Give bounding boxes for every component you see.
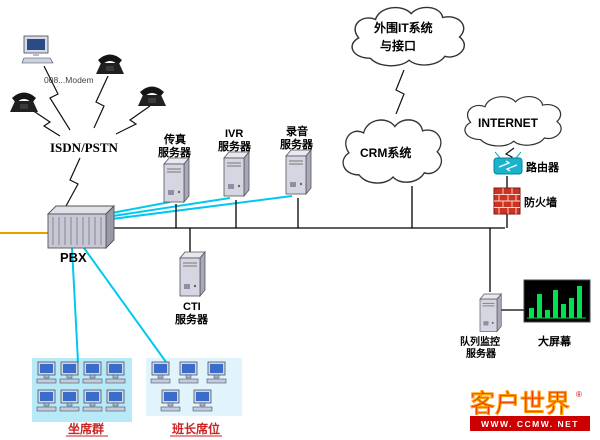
pbx-label: PBX <box>60 250 87 265</box>
cti-server-icon <box>179 251 206 297</box>
logo-bar <box>470 416 590 431</box>
link-pbx-record <box>103 195 293 221</box>
queue-server-icon <box>479 293 502 332</box>
firewall-label: 防火墙 <box>524 195 557 209</box>
external-it-label-2: 与接口 <box>380 38 416 53</box>
agent-group-label: 坐席群 <box>68 421 104 436</box>
big-screen-icon <box>523 279 591 323</box>
firewall-icon <box>493 187 521 215</box>
logo-site-text: WWW. CCMW. NET <box>481 419 579 429</box>
fax-server-label-2: 服务器 <box>158 145 192 159</box>
internet-label: INTERNET <box>478 116 539 130</box>
queue-server-label-2: 服务器 <box>466 347 497 360</box>
cyan-links <box>71 195 293 363</box>
router-icon <box>493 151 523 175</box>
isdn-pstn-label: ISDN/PSTN <box>50 140 119 155</box>
logo-registered-mark: ® <box>576 390 582 399</box>
modem-label: 008...Modem <box>44 75 94 85</box>
link-pbx-ivr <box>99 197 231 219</box>
cti-server-label-1: CTI <box>183 301 201 313</box>
logo-brand-text: 客户世界 <box>470 389 570 418</box>
ivr-server-icon <box>223 151 250 197</box>
bolt-phone3-isdn <box>115 105 151 135</box>
lan-bus-lines <box>106 176 524 311</box>
link-pbx-supervisor <box>83 247 167 363</box>
router-label: 路由器 <box>526 160 560 174</box>
fax-server-icon <box>163 157 190 203</box>
lightning-bolts <box>31 65 515 207</box>
ivr-server-label-2: 服务器 <box>218 139 252 153</box>
pbx-device <box>46 204 116 250</box>
bolt-phone1-isdn <box>93 75 109 129</box>
big-screen-label: 大屏幕 <box>538 334 572 348</box>
record-server-label-2: 服务器 <box>280 137 314 151</box>
bolt-isdn-pbx <box>65 157 81 207</box>
record-server-label-1: 录音 <box>286 124 308 138</box>
ivr-server-label-1: IVR <box>225 128 243 140</box>
link-pbx-agents <box>71 247 79 363</box>
ccmw-logo: 客户世界 ® WWW. CCMW. NET <box>470 389 590 431</box>
record-server-icon <box>285 149 312 195</box>
supervisor-group-label: 班长席位 <box>172 421 220 436</box>
bolt-pc-isdn <box>43 65 71 131</box>
desktop-pc-icon <box>21 35 54 64</box>
bolt-extit-crm <box>395 69 405 115</box>
bolt-phone2-isdn <box>31 109 61 137</box>
fax-server-label-1: 传真 <box>163 132 186 146</box>
crm-label: CRM系统 <box>360 145 411 160</box>
external-it-label-1: 外围IT系统 <box>374 20 433 35</box>
cti-server-label-2: 服务器 <box>175 312 209 326</box>
queue-server-label-1: 队列监控 <box>460 335 500 348</box>
